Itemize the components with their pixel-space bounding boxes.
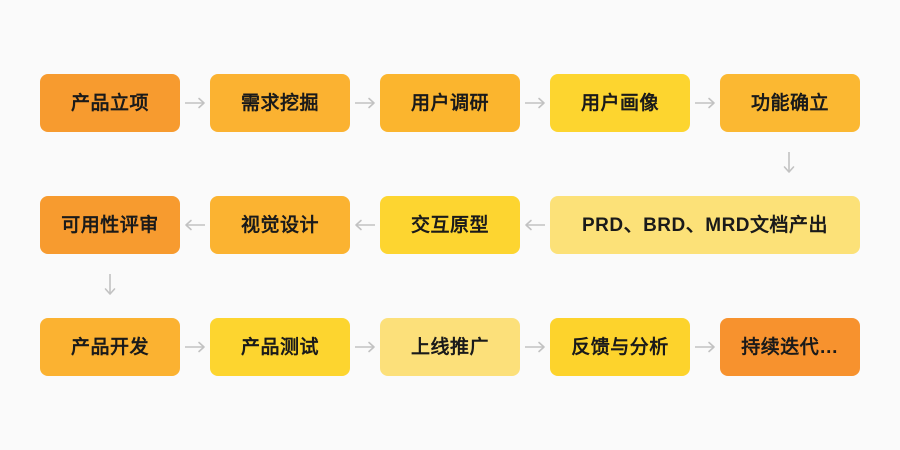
flow-node[interactable]: 上线推广 <box>380 318 520 376</box>
flow-node[interactable]: PRD、BRD、MRD文档产出 <box>550 196 860 254</box>
flow-node-label: 产品测试 <box>240 336 319 358</box>
arrow-right-icon <box>180 74 210 132</box>
flow-node-label: 产品开发 <box>70 336 149 358</box>
flow-node[interactable]: 交互原型 <box>380 196 520 254</box>
flow-node-label: 上线推广 <box>410 336 489 358</box>
arrow-right-icon <box>350 74 380 132</box>
flow-node[interactable]: 产品开发 <box>40 318 180 376</box>
flow-node-label: 用户调研 <box>410 92 489 114</box>
flow-node[interactable]: 持续迭代… <box>720 318 860 376</box>
flow-node-label: 用户画像 <box>580 92 659 114</box>
flow-node-label: 可用性评审 <box>61 214 159 236</box>
arrow-right-icon <box>180 318 210 376</box>
flow-node[interactable]: 用户画像 <box>550 74 690 132</box>
arrow-left-icon <box>180 196 210 254</box>
flow-node[interactable]: 需求挖掘 <box>210 74 350 132</box>
flow-node[interactable]: 用户调研 <box>380 74 520 132</box>
flow-node[interactable]: 功能确立 <box>720 74 860 132</box>
flow-node[interactable]: 产品立项 <box>40 74 180 132</box>
flow-node[interactable]: 反馈与分析 <box>550 318 690 376</box>
flow-node-label: 功能确立 <box>750 92 829 114</box>
flow-node-label: 需求挖掘 <box>240 92 319 114</box>
flow-node-label: 反馈与分析 <box>571 336 669 358</box>
flow-node-label: 交互原型 <box>410 214 489 236</box>
arrow-right-icon <box>350 318 380 376</box>
arrow-down-icon <box>774 134 804 192</box>
arrow-right-icon <box>520 74 550 132</box>
flow-node-label: 持续迭代… <box>741 336 839 358</box>
flow-node[interactable]: 产品测试 <box>210 318 350 376</box>
arrow-right-icon <box>690 318 720 376</box>
arrow-right-icon <box>520 318 550 376</box>
arrow-left-icon <box>520 196 550 254</box>
flow-node[interactable]: 可用性评审 <box>40 196 180 254</box>
flow-node-label: PRD、BRD、MRD文档产出 <box>581 214 829 236</box>
flow-node-label: 产品立项 <box>70 92 149 114</box>
flow-node-label: 视觉设计 <box>240 214 319 236</box>
arrow-left-icon <box>350 196 380 254</box>
flow-node[interactable]: 视觉设计 <box>210 196 350 254</box>
arrow-down-icon <box>95 256 125 314</box>
arrow-right-icon <box>690 74 720 132</box>
